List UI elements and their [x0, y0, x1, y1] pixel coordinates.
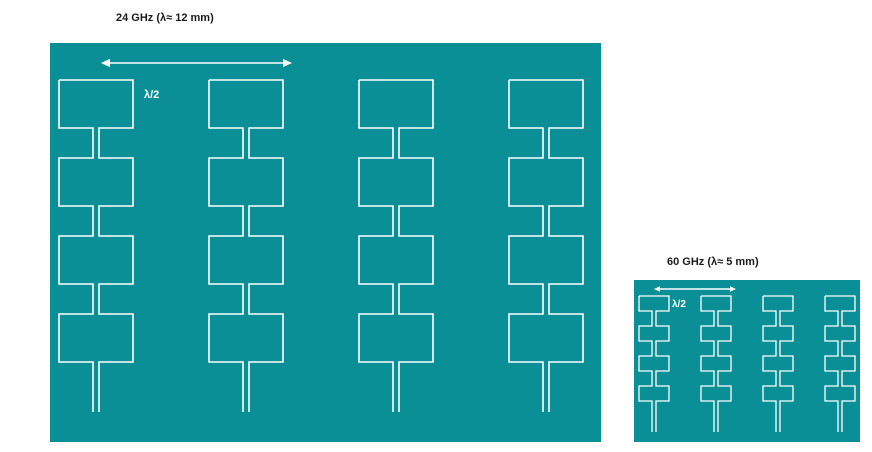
ghz24-antenna-column-2: [208, 79, 284, 412]
ghz60-antenna-column-3: [762, 295, 794, 432]
antenna-board-24ghz: λ/2: [50, 43, 601, 442]
ghz60-antenna-column-2: [700, 295, 732, 432]
antenna-array-24ghz: [58, 58, 584, 412]
ghz60-antenna-column-4: [824, 295, 856, 432]
ghz60-spacing-arrow: [654, 286, 736, 292]
caption-24ghz: 24 GHz (λ≈ 12 mm): [116, 12, 214, 24]
antenna-array-60ghz: [638, 286, 856, 432]
ghz24-antenna-column-3: [358, 79, 434, 412]
ghz24-antenna-column-1: [58, 79, 134, 412]
spacing-label-24ghz: λ/2: [144, 89, 160, 101]
caption-60ghz: 60 GHz (λ≈ 5 mm): [667, 256, 759, 268]
ghz24-antenna-column-4: [508, 79, 584, 412]
ghz60-antenna-column-1: [638, 295, 670, 432]
spacing-label-60ghz: λ/2: [672, 299, 686, 310]
ghz24-spacing-arrow: [101, 58, 292, 68]
antenna-board-60ghz: λ/2: [634, 280, 860, 442]
